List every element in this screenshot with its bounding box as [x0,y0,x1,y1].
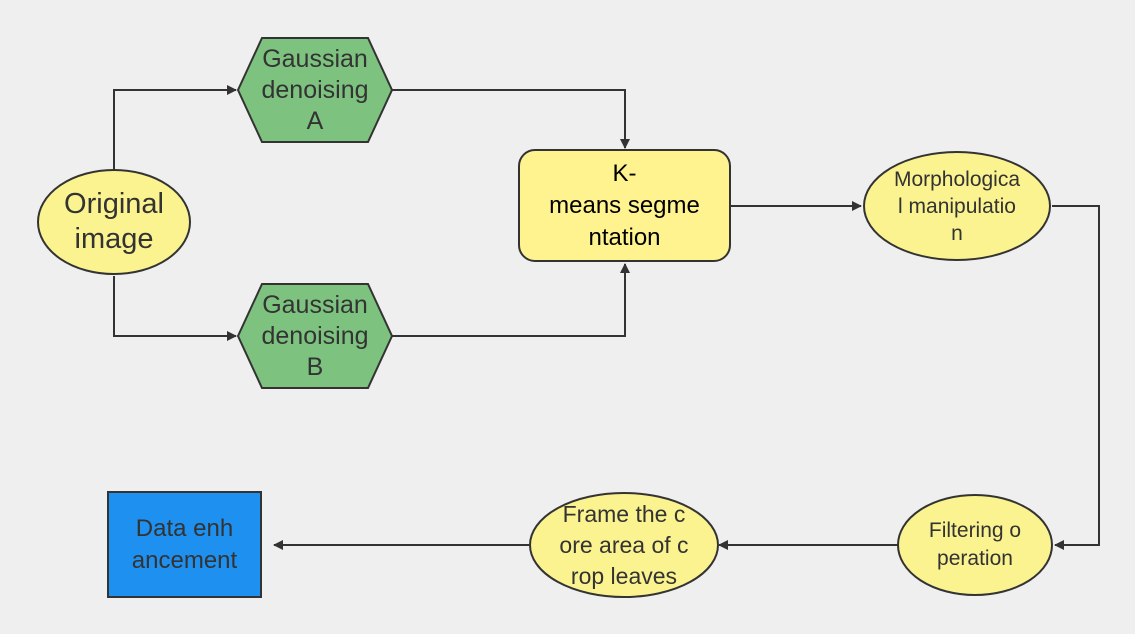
node-gaussian-a-shape [236,37,394,143]
node-frame-core-label: Frame the c ore area of c rop leaves [559,500,689,589]
node-frame-core-shape [529,492,719,598]
edge-morph-to-filter [1052,205,1100,550]
node-data-enhancement-label: Data enh ancement [131,514,238,574]
node-original-image-shape [37,169,191,275]
edge-original-to-gauss-a [113,85,237,170]
edge-gauss-b-to-kmeans [390,263,630,337]
node-gaussian-b-shape [236,283,394,389]
node-gaussian-a-label: Gaussian denoising A [261,44,369,135]
edge-original-to-gauss-b [113,276,237,341]
edge-gauss-a-to-kmeans [390,89,630,149]
node-kmeans-label: K- means segme ntation [549,159,700,251]
node-morphological-label: Morphologica l manipulatio n [893,167,1021,245]
node-filtering-label: Filtering o peration [928,519,1022,570]
node-morphological-shape [863,151,1051,261]
node-kmeans-shape [518,149,731,262]
node-gaussian-b-label: Gaussian denoising B [261,290,369,381]
node-filtering-shape [897,494,1053,596]
node-original-image-label: Original image [64,188,164,255]
node-data-enhancement-shape [107,491,262,598]
